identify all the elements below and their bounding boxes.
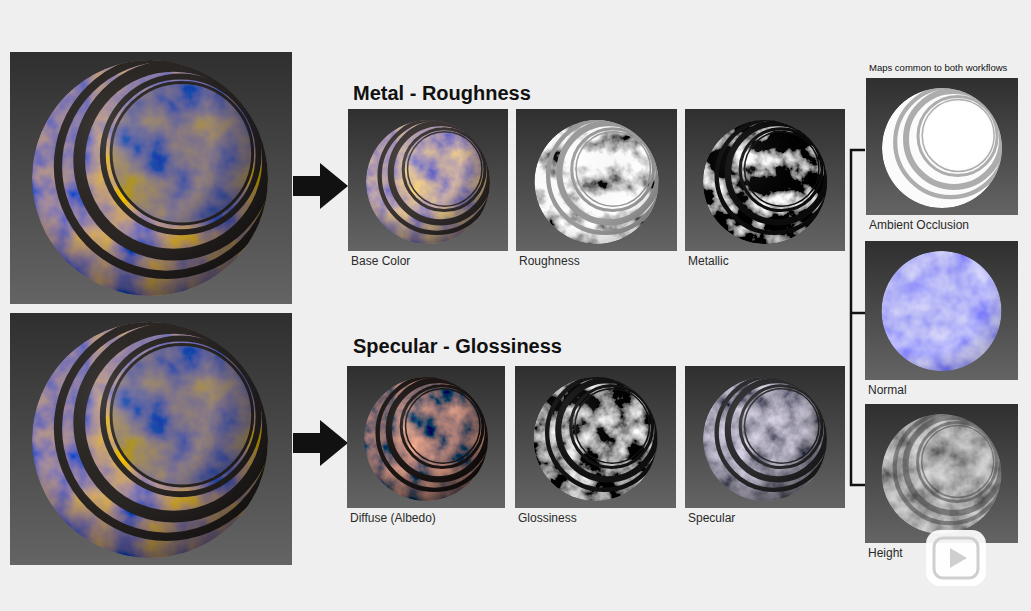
map-thumbnail: Base Color [348,109,508,251]
map-label: Metallic [685,254,845,268]
map-thumbnail: Metallic [685,109,845,251]
map-label: Ambient Occlusion [866,218,1018,232]
map-label: Specular [685,511,845,525]
map-label: Normal [865,383,1018,397]
workflow-heading: Metal - Roughness [353,82,531,105]
map-label: Base Color [348,254,508,268]
map-thumbnail: Normal [865,241,1018,380]
map-thumbnail: Diffuse (Albedo) [347,366,505,508]
map-label: Roughness [516,254,677,268]
map-label: Glossiness [515,511,676,525]
map-thumbnail: Specular [685,366,845,508]
map-thumbnail: Ambient Occlusion [866,78,1018,215]
map-thumbnail: Glossiness [515,366,676,508]
group-note: Maps common to both workflows [869,62,1007,73]
map-label: Diffuse (Albedo) [347,511,505,525]
map-label: Height [865,546,1018,560]
map-thumbnail: Roughness [516,109,677,251]
map-thumbnail: Height [865,404,1018,543]
workflow-heading: Specular - Glossiness [353,335,562,358]
